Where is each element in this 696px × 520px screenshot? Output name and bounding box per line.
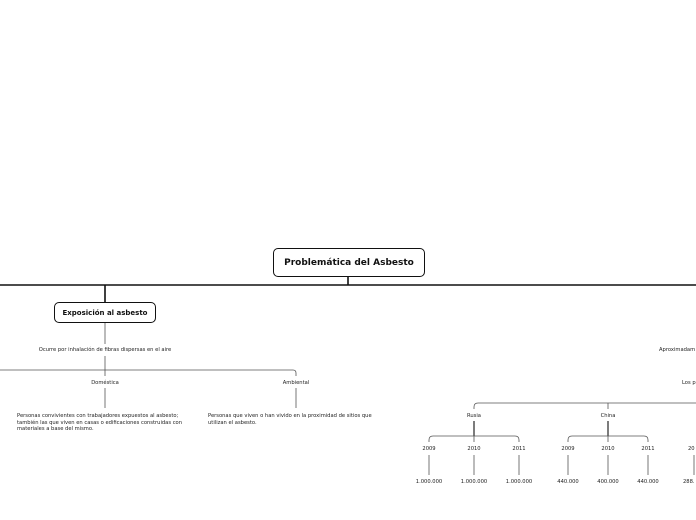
third-country-value-partial[interactable]: 288. xyxy=(683,479,695,485)
rusia-year-2009[interactable]: 2009 xyxy=(422,446,436,452)
rusia-value-2010[interactable]: 1.000.000 xyxy=(460,479,488,485)
exposure-topic[interactable]: Exposición al asbesto xyxy=(54,302,156,323)
production-sublabel-partial[interactable]: Los p xyxy=(682,380,696,386)
china-value-2011[interactable]: 440.000 xyxy=(637,479,659,485)
rusia-year-2011[interactable]: 2011 xyxy=(512,446,526,452)
root-title: Problemática del Asbesto xyxy=(284,257,414,268)
rusia-value-2011[interactable]: 1.000.000 xyxy=(505,479,533,485)
type-ambiental-description[interactable]: Personas que viven o han vivido en la pr… xyxy=(208,413,372,426)
root-topic[interactable]: Problemática del Asbesto xyxy=(273,248,425,277)
rusia-value-2009[interactable]: 1.000.000 xyxy=(415,479,443,485)
country-rusia-label[interactable]: Rusia xyxy=(467,413,481,419)
third-country-year-partial[interactable]: 20 xyxy=(688,446,695,452)
type-domestica-label[interactable]: Doméstica xyxy=(91,380,119,386)
rusia-year-2010[interactable]: 2010 xyxy=(467,446,481,452)
type-ambiental-label[interactable]: Ambiental xyxy=(282,380,310,386)
type-domestica-description[interactable]: Personas convivientes con trabajadores e… xyxy=(17,413,183,432)
china-value-2010[interactable]: 400.000 xyxy=(597,479,619,485)
china-year-2010[interactable]: 2010 xyxy=(601,446,615,452)
china-year-2009[interactable]: 2009 xyxy=(561,446,575,452)
exposure-description[interactable]: Ocurre por inhalación de fibras dispersa… xyxy=(38,347,172,353)
china-year-2011[interactable]: 2011 xyxy=(641,446,655,452)
china-years-bracket xyxy=(567,435,649,442)
exposure-title: Exposición al asbesto xyxy=(62,308,148,317)
rusia-years-bracket xyxy=(428,435,520,442)
country-china-label[interactable]: China xyxy=(600,413,616,419)
china-value-2009[interactable]: 440.000 xyxy=(557,479,579,485)
production-label-partial[interactable]: Aproximadam xyxy=(659,347,696,353)
production-branch-line xyxy=(473,402,696,409)
types-branch-line xyxy=(0,369,297,376)
